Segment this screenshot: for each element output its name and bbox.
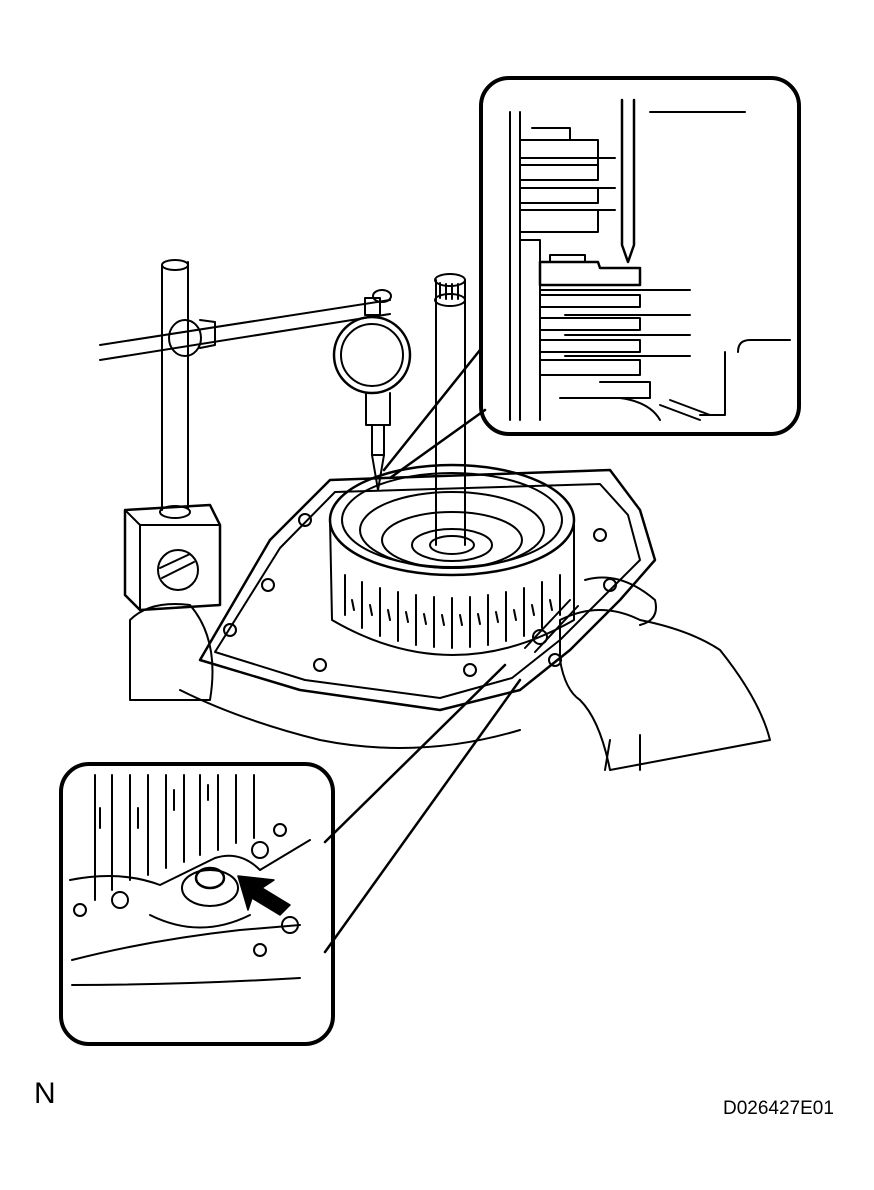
arrow-pointer-icon — [238, 876, 290, 915]
figure-code: D026427E01 — [723, 1098, 834, 1119]
dial-indicator — [334, 290, 410, 490]
leader-lines — [325, 350, 520, 952]
input-shaft — [435, 274, 465, 545]
view-label: N — [34, 1077, 56, 1110]
magnetic-base-stand — [100, 260, 390, 610]
clearance-detail-inset — [481, 78, 799, 434]
clutch-drum — [330, 465, 574, 655]
pressure-hole-detail-inset — [61, 764, 333, 1044]
hands — [130, 578, 770, 771]
transmission-case-flange — [180, 470, 655, 748]
